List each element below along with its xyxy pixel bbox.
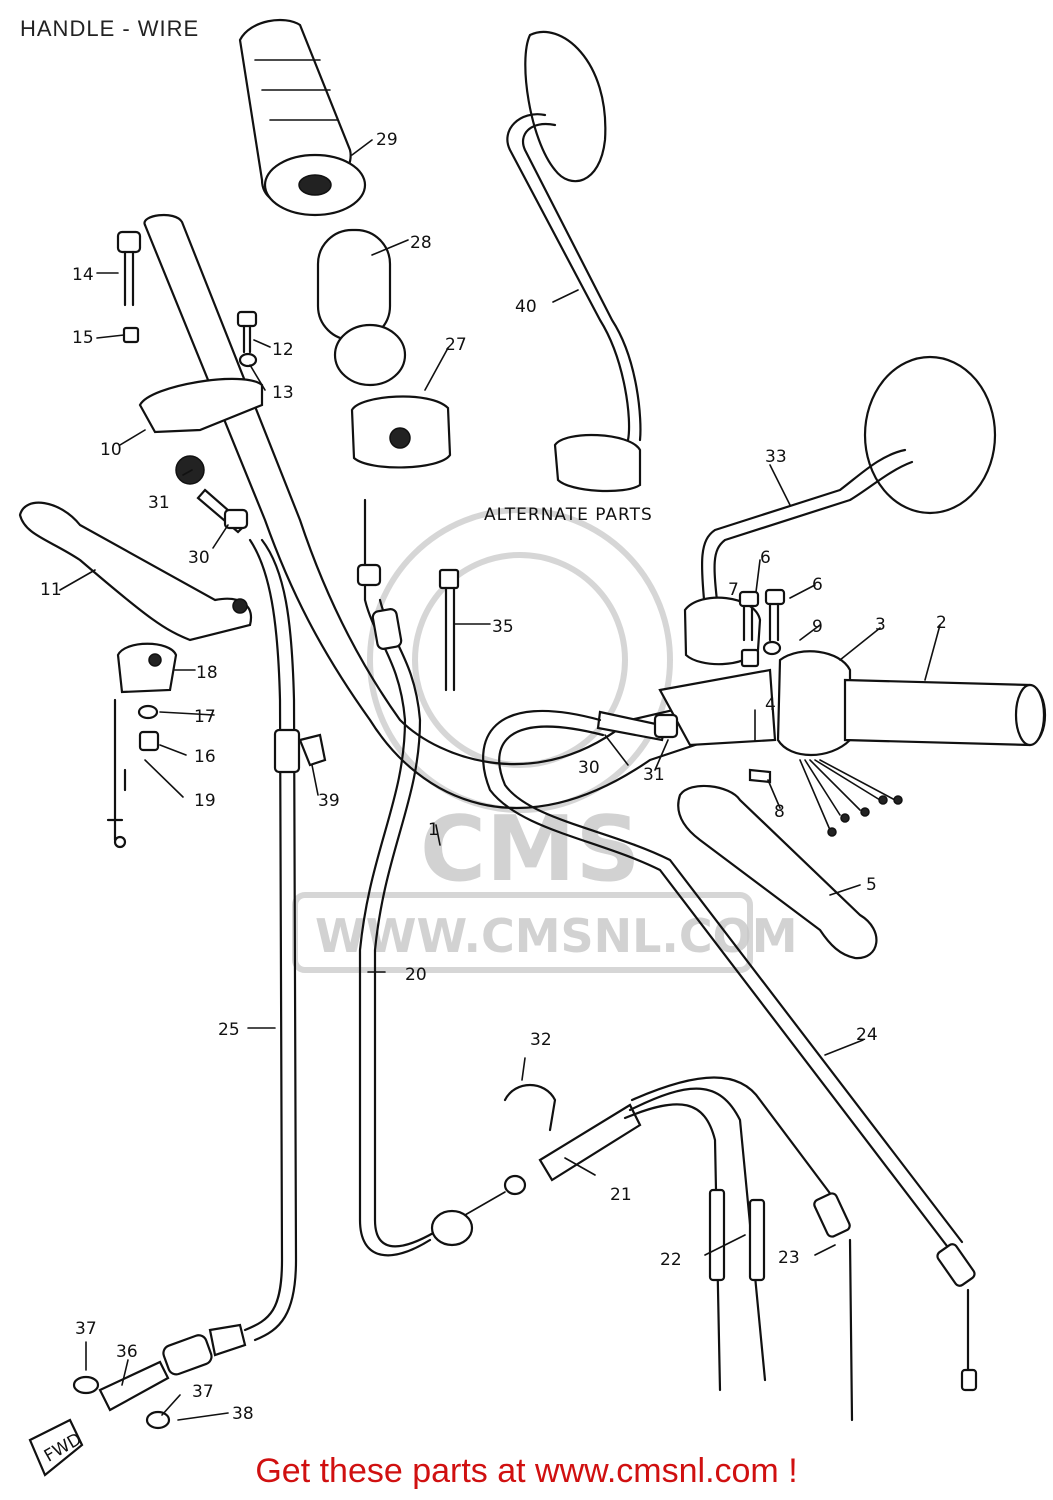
callout-34: 35 [492, 617, 514, 637]
brake-cable-part-27 [482, 709, 978, 1392]
switch-housing-part-10 [138, 377, 264, 485]
cmsnl-watermark: CMS WWW.CMSNL.COM [292, 507, 798, 973]
callout-19: 18 [196, 663, 218, 683]
small-hardware [106, 698, 160, 849]
callout-25: 22 [660, 1250, 682, 1270]
grip-part-22 [238, 18, 367, 217]
handlebar-part-1 [143, 213, 772, 809]
callout-36: 37 [75, 1319, 97, 1339]
switch-body-part-4 [658, 668, 777, 747]
brake-lever-part-5 [677, 784, 878, 960]
callout-16: 16 [194, 747, 216, 767]
throttle-tube-part-21 [316, 228, 407, 387]
callout-38: 38 [232, 1404, 254, 1424]
callout-7: 7 [728, 580, 739, 600]
right-grip-part-2 [776, 650, 1047, 757]
bolts-washers [116, 230, 258, 368]
callout-35: 36 [116, 1342, 138, 1362]
callout-29: 30 [188, 548, 210, 568]
bolts-right [738, 588, 786, 668]
mirror-part-33 [683, 355, 997, 666]
callout-13: 13 [272, 383, 294, 403]
callout-33: 33 [765, 447, 787, 467]
callout-1: 1 [428, 820, 439, 840]
callout-32: 32 [530, 1030, 552, 1050]
screw-part-8 [748, 768, 772, 784]
callout-6b: 6 [812, 575, 823, 595]
callout-9-right: 9 [812, 617, 823, 637]
wire-harness [799, 759, 903, 837]
spring-part-32 [503, 1084, 557, 1132]
callout-18: 19 [194, 791, 216, 811]
callout-23: 20 [405, 965, 427, 985]
callout-27: 24 [856, 1025, 878, 1045]
throttle-cable-part-23 [356, 498, 474, 1257]
callout-3: 3 [875, 615, 886, 635]
throttle-housing-part-20 [350, 395, 452, 469]
callout-31-right: 31 [643, 765, 665, 785]
callout-11: 11 [40, 580, 62, 600]
callout-30: 30 [578, 758, 600, 778]
callout-labels: 29 28 27 40 14 15 12 13 10 31 30 11 18 1… [40, 130, 947, 1424]
footer-link[interactable]: Get these parts at www.cmsnl.com ! [255, 1452, 798, 1490]
callout-10: 10 [100, 440, 122, 460]
watermark-brand: CMS [420, 797, 640, 902]
callout-31-left: 31 [148, 493, 170, 513]
callout-20: 27 [445, 335, 467, 355]
callout-26: 23 [778, 1248, 800, 1268]
callout-5: 5 [866, 875, 877, 895]
callout-24: 21 [610, 1185, 632, 1205]
callout-6a: 6 [760, 548, 771, 568]
watermark-url: WWW.CMSNL.COM [315, 909, 798, 963]
callout-28: 25 [218, 1020, 240, 1040]
lever-bracket-part-19 [116, 642, 178, 694]
clip-part-39 [298, 733, 327, 767]
cable-adjuster-right [596, 710, 679, 742]
callout-22: 29 [376, 130, 398, 150]
cable-adjuster-left [196, 488, 249, 534]
mirror-alternate-part-40 [506, 30, 642, 493]
callout-21: 28 [410, 233, 432, 253]
callout-17: 17 [194, 707, 216, 727]
clutch-lever-part-11 [18, 501, 253, 642]
callout-40: 40 [515, 297, 537, 317]
callout-15: 15 [72, 328, 94, 348]
callout-8: 8 [774, 802, 785, 822]
callout-37: 37 [192, 1382, 214, 1402]
page-title: HANDLE - WIRE [20, 16, 200, 41]
alternate-parts-label: ALTERNATE PARTS [484, 505, 653, 525]
leader-lines [59, 139, 941, 1421]
callout-12: 12 [272, 340, 294, 360]
clutch-cable-part-28 [72, 538, 301, 1430]
callout-14: 14 [72, 265, 94, 285]
callout-4: 4 [765, 695, 776, 715]
callout-2: 2 [936, 613, 947, 633]
callout-39: 39 [318, 791, 340, 811]
cable-junction-part-24 [464, 1076, 854, 1422]
pin-part-34 [438, 568, 460, 692]
